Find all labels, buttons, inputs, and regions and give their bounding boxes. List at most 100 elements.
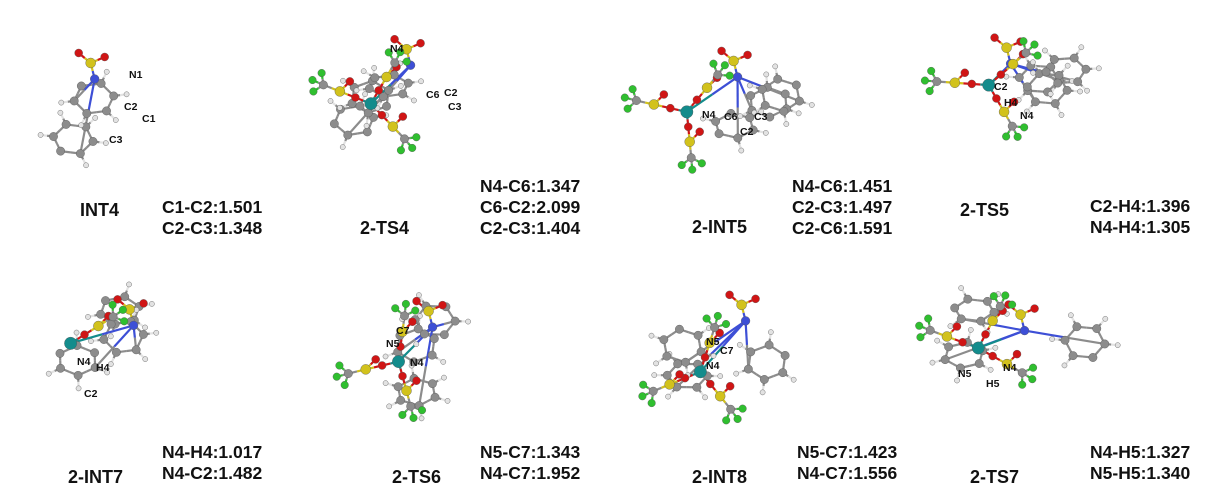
atom bbox=[103, 68, 110, 75]
atom bbox=[75, 149, 85, 158]
atom bbox=[418, 406, 427, 415]
atom bbox=[684, 122, 693, 132]
atom bbox=[996, 70, 1006, 79]
atom bbox=[1018, 380, 1027, 389]
atom bbox=[733, 133, 743, 143]
atom bbox=[427, 322, 438, 332]
atom bbox=[111, 347, 121, 357]
bond-length: C2-C3:1.348 bbox=[162, 218, 263, 238]
atom bbox=[743, 50, 752, 60]
atom bbox=[956, 314, 966, 324]
atom bbox=[411, 306, 420, 315]
atom bbox=[1001, 42, 1012, 53]
atom bbox=[1012, 349, 1022, 359]
atom bbox=[809, 102, 815, 108]
atom bbox=[1001, 291, 1010, 300]
atom bbox=[103, 140, 109, 146]
atom bbox=[958, 338, 967, 347]
atom bbox=[384, 48, 393, 57]
atom bbox=[339, 144, 346, 150]
atom bbox=[677, 161, 686, 170]
atom bbox=[465, 318, 471, 325]
atom bbox=[710, 353, 717, 359]
atom bbox=[772, 63, 779, 70]
atom bbox=[998, 106, 1010, 118]
atom bbox=[768, 329, 774, 335]
atom bbox=[722, 320, 731, 329]
atom bbox=[396, 146, 405, 155]
atom bbox=[113, 295, 122, 304]
atom bbox=[737, 341, 743, 348]
atom bbox=[701, 82, 713, 93]
atom bbox=[695, 127, 704, 136]
atom bbox=[106, 319, 116, 329]
atom bbox=[409, 413, 418, 422]
atom bbox=[791, 80, 801, 90]
atom bbox=[386, 403, 392, 410]
atom bbox=[1088, 353, 1098, 362]
atom bbox=[623, 104, 632, 113]
atom bbox=[1102, 316, 1109, 322]
atom bbox=[702, 314, 711, 323]
atom bbox=[406, 401, 416, 411]
atom bbox=[653, 360, 659, 367]
atom bbox=[1068, 351, 1078, 361]
atom bbox=[967, 79, 976, 89]
molecule-model bbox=[332, 292, 471, 422]
atom bbox=[374, 86, 383, 95]
atom bbox=[952, 322, 962, 331]
atom bbox=[416, 292, 422, 298]
atom bbox=[783, 121, 790, 127]
atom bbox=[109, 91, 119, 101]
atom bbox=[726, 404, 736, 414]
molecule-model bbox=[308, 35, 425, 155]
atom bbox=[393, 382, 403, 392]
atom bbox=[418, 78, 424, 85]
atom bbox=[377, 361, 387, 370]
bond bbox=[1064, 336, 1105, 346]
bond-length: C2-C6:1.591 bbox=[792, 218, 893, 238]
atom bbox=[413, 324, 423, 334]
atom bbox=[400, 134, 409, 144]
atom bbox=[88, 137, 98, 146]
atom bbox=[55, 348, 65, 358]
atom-label: N4 bbox=[390, 43, 404, 55]
structure-name: 2-TS7 bbox=[970, 467, 1020, 487]
atom bbox=[713, 70, 723, 80]
atom bbox=[1015, 309, 1026, 320]
atom bbox=[763, 130, 769, 136]
structure-name: 2-INT5 bbox=[692, 217, 748, 237]
atom bbox=[139, 299, 148, 308]
atom-label: N5 bbox=[706, 336, 720, 348]
atom bbox=[736, 299, 747, 311]
atom bbox=[989, 307, 999, 317]
atom bbox=[107, 333, 114, 340]
atom bbox=[396, 342, 405, 351]
structure-name: 2-TS4 bbox=[360, 218, 410, 238]
atom bbox=[992, 344, 999, 351]
atom bbox=[1041, 67, 1051, 77]
atom bbox=[118, 305, 127, 314]
atom bbox=[648, 386, 658, 396]
atom bbox=[666, 103, 675, 113]
atom bbox=[773, 74, 783, 84]
atom bbox=[90, 74, 100, 84]
atom bbox=[371, 355, 380, 364]
atom bbox=[123, 91, 130, 98]
atom bbox=[392, 355, 405, 368]
atom bbox=[1028, 375, 1037, 384]
atom bbox=[647, 399, 656, 408]
atom bbox=[403, 78, 413, 88]
atom bbox=[686, 153, 696, 163]
atom bbox=[795, 96, 804, 106]
atom bbox=[390, 35, 399, 44]
bond bbox=[418, 366, 427, 406]
atom bbox=[337, 104, 343, 111]
atom bbox=[743, 364, 753, 374]
atom bbox=[795, 110, 802, 117]
